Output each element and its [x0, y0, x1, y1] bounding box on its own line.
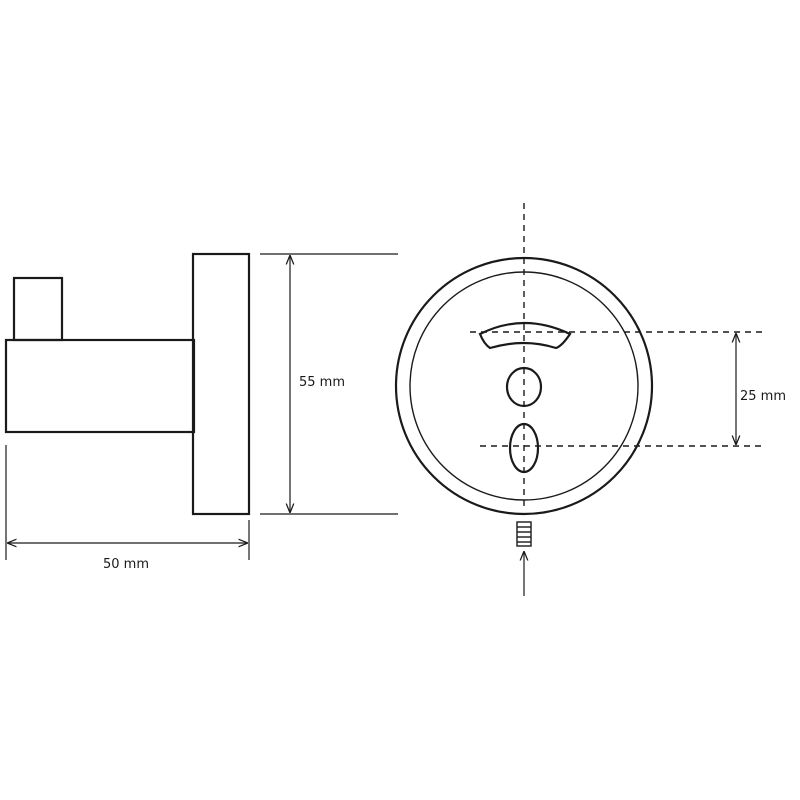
wall-plate	[191, 252, 251, 516]
set-screw	[516, 521, 532, 547]
height-dimension: 55 mm	[260, 253, 398, 515]
side-view	[4, 252, 251, 516]
hook-arm	[4, 338, 196, 434]
depth-label: 50 mm	[103, 557, 149, 572]
hook-tip	[12, 276, 64, 342]
height-label: 55 mm	[299, 375, 345, 390]
hole-spacing-label: 25 mm	[740, 389, 786, 404]
hole-spacing-dimension: 25 mm	[736, 334, 786, 444]
front-view	[394, 203, 764, 596]
depth-dimension: 50 mm	[5, 445, 250, 572]
curved-slot	[478, 321, 572, 350]
